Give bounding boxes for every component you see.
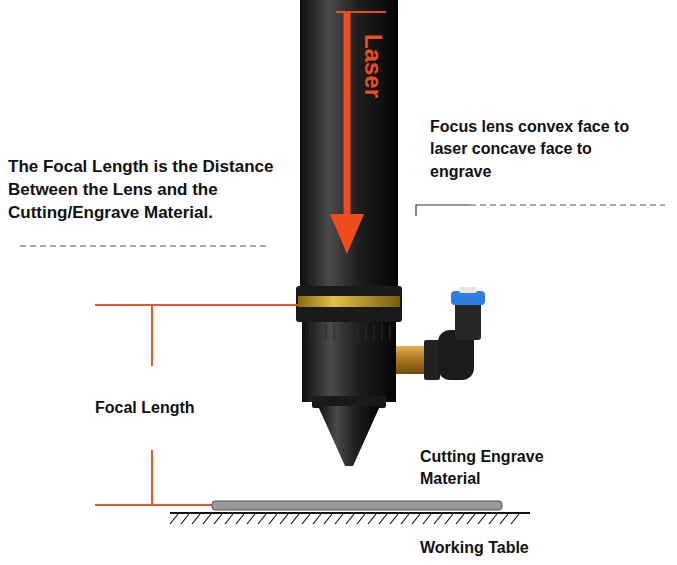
focus-lens-note: Focus lens convex face to laser concave … [430, 116, 645, 183]
hatch-mark [511, 514, 519, 524]
hatch-mark [478, 514, 486, 524]
hatch-mark [258, 514, 266, 524]
hatch-mark [423, 514, 431, 524]
hatch-mark [467, 514, 475, 524]
hatch-mark [225, 514, 233, 524]
hatch-mark [313, 514, 321, 524]
hatch-mark [390, 514, 398, 524]
table-hatching [170, 514, 519, 524]
hatch-mark [335, 514, 343, 524]
hatch-mark [236, 514, 244, 524]
hatch-mark [401, 514, 409, 524]
focus-lens-dashed-leader [470, 205, 665, 206]
lens-ring [296, 286, 402, 322]
hatch-mark [214, 514, 222, 524]
hatch-mark [368, 514, 376, 524]
brass-fitting [396, 346, 426, 374]
fitting-nut [424, 340, 440, 380]
hatch-mark [170, 514, 178, 524]
laser-arrow-head [330, 214, 364, 254]
hatch-mark [324, 514, 332, 524]
hatch-mark [247, 514, 255, 524]
focus-lens-leader [416, 205, 470, 216]
hatch-mark [302, 514, 310, 524]
hatch-mark [412, 514, 420, 524]
hatch-mark [434, 514, 442, 524]
laser-tube [300, 0, 398, 292]
hatch-mark [291, 514, 299, 524]
focal-length-label: Focal Length [95, 398, 195, 417]
note-underline [20, 246, 268, 247]
laser-arrow [344, 12, 351, 220]
hatch-mark [269, 514, 277, 524]
focal-length-note: The Focal Length is the Distance Between… [8, 156, 300, 225]
elbow-riser [455, 300, 481, 340]
hatch-mark [357, 514, 365, 524]
hatch-mark [379, 514, 387, 524]
hatch-mark [192, 514, 200, 524]
hatch-mark [346, 514, 354, 524]
grip-ridges [310, 324, 390, 340]
blue-cap [451, 291, 485, 305]
hatch-mark [445, 514, 453, 524]
hatch-mark [203, 514, 211, 524]
hatch-mark [489, 514, 497, 524]
cap-collar [459, 287, 477, 293]
material-plate [212, 501, 502, 510]
focal-length-bracket [95, 305, 298, 505]
hatch-mark [280, 514, 288, 524]
nozzle-cone [318, 406, 380, 466]
laser-text: Laser [359, 34, 388, 98]
nozzle-body [302, 322, 396, 402]
material-label: Cutting Engrave Material [420, 446, 590, 491]
table-line [170, 512, 530, 514]
hatch-mark [500, 514, 508, 524]
hatch-mark [181, 514, 189, 524]
hatch-mark [456, 514, 464, 524]
table-label: Working Table [420, 538, 529, 557]
gold-band [298, 296, 400, 307]
